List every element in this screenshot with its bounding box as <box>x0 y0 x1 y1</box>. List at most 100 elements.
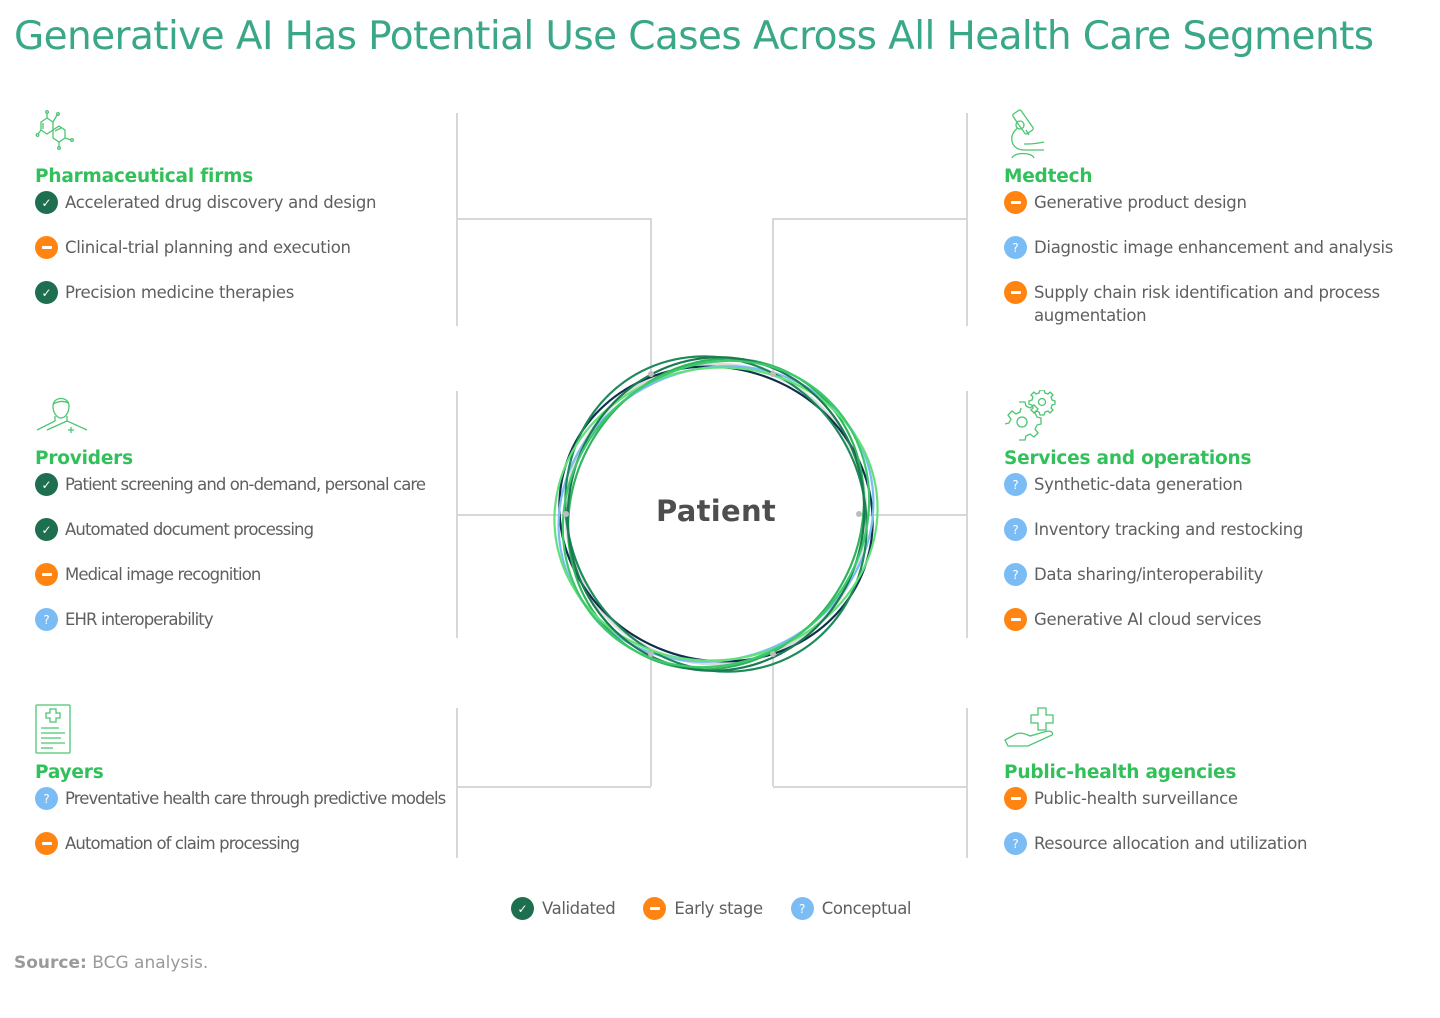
validated-check-icon: ✓ <box>35 473 58 496</box>
use-case-label: Precision medicine therapies <box>65 283 295 302</box>
connector-line <box>773 786 967 788</box>
connector-line <box>457 218 651 220</box>
use-case-item: ? Preventative health care through predi… <box>35 787 455 810</box>
use-case-item: ? Resource allocation and utilization <box>1004 832 1424 855</box>
early-stage-minus-icon <box>1004 608 1027 631</box>
conceptual-question-icon: ? <box>1004 236 1027 259</box>
divider-line <box>966 391 968 638</box>
use-case-item: Clinical-trial planning and execution <box>35 236 455 259</box>
connector-line <box>650 218 652 374</box>
use-case-label: Clinical-trial planning and execution <box>65 238 351 257</box>
use-case-label: Diagnostic image enhancement and analysi… <box>1034 238 1394 257</box>
use-case-item: ✓ Precision medicine therapies <box>35 281 455 304</box>
connector-line <box>457 786 651 788</box>
gears-icon <box>1004 390 1056 441</box>
early-stage-minus-icon <box>35 563 58 586</box>
divider-line <box>966 113 968 326</box>
use-case-item: ? Synthetic-data generation <box>1004 473 1424 496</box>
use-case-label: Inventory tracking and restocking <box>1034 520 1304 539</box>
legend-label: Conceptual <box>821 899 912 918</box>
source-text: BCG analysis. <box>86 953 209 973</box>
legend-label: Early stage <box>674 899 763 918</box>
use-case-list: Public-health surveillance ? Resource al… <box>1004 787 1424 855</box>
legend-item-conceptual: ? Conceptual <box>790 897 912 920</box>
early-stage-minus-icon <box>1004 787 1027 810</box>
divider-line <box>966 708 968 858</box>
early-stage-minus-icon <box>35 832 58 855</box>
doctor-icon <box>36 397 88 433</box>
source-note: Source: BCG analysis. <box>14 953 208 973</box>
segment-services-operations: Services and operations ? Synthetic-data… <box>1004 390 1424 631</box>
use-case-item: ✓ Accelerated drug discovery and design <box>35 191 455 214</box>
use-case-label: Automated document processing <box>65 520 314 539</box>
legend-item-early-stage: Early stage <box>643 897 763 920</box>
use-case-item: Generative product design <box>1004 191 1424 214</box>
segment-title: Services and operations <box>1004 448 1252 469</box>
early-stage-minus-icon <box>1004 191 1027 214</box>
hand-cross-icon <box>1004 707 1054 747</box>
conceptual-question-icon: ? <box>35 787 58 810</box>
conceptual-question-icon: ? <box>1004 832 1027 855</box>
conceptual-question-icon: ? <box>1004 473 1027 496</box>
page-title: Generative AI Has Potential Use Cases Ac… <box>14 14 1374 59</box>
segment-medtech: Medtech Generative product design ? Diag… <box>1004 108 1424 327</box>
validated-check-icon: ✓ <box>35 281 58 304</box>
conceptual-question-icon: ? <box>35 608 58 631</box>
use-case-label: Public-health surveillance <box>1034 789 1238 808</box>
early-stage-minus-icon <box>35 236 58 259</box>
connector-line <box>773 218 967 220</box>
microscope-icon <box>1011 109 1045 159</box>
source-prefix: Source: <box>14 953 87 973</box>
use-case-label: Data sharing/interoperability <box>1034 565 1264 584</box>
connector-line <box>772 654 774 786</box>
use-case-item: ? Diagnostic image enhancement and analy… <box>1004 236 1424 259</box>
segment-providers: Providers ✓ Patient screening and on-dem… <box>35 390 455 631</box>
use-case-item: ✓ Patient screening and on-demand, perso… <box>35 473 455 496</box>
use-case-label: Synthetic-data generation <box>1034 475 1243 494</box>
validated-check-icon: ✓ <box>35 191 58 214</box>
divider-line <box>456 708 458 858</box>
use-case-label: Generative AI cloud services <box>1034 610 1262 629</box>
use-case-item: Public-health surveillance <box>1004 787 1424 810</box>
legend-item-validated: ✓ Validated <box>511 897 616 920</box>
connector-line <box>858 514 967 516</box>
use-case-label: Patient screening and on-demand, persona… <box>65 475 426 494</box>
use-case-item: ? Data sharing/interoperability <box>1004 563 1424 586</box>
medical-document-icon <box>35 704 71 754</box>
use-case-label: Medical image recognition <box>65 565 261 584</box>
conceptual-question-icon: ? <box>1004 563 1027 586</box>
early-stage-minus-icon <box>1004 281 1027 304</box>
use-case-label: EHR interoperability <box>65 610 214 629</box>
validated-check-icon: ✓ <box>511 897 534 920</box>
use-case-label: Preventative health care through predict… <box>65 789 446 808</box>
use-case-item: Medical image recognition <box>35 563 455 586</box>
validated-check-icon: ✓ <box>35 518 58 541</box>
use-case-item: Generative AI cloud services <box>1004 608 1424 631</box>
use-case-label: Supply chain risk identification and pro… <box>1034 283 1380 325</box>
use-case-label: Automation of claim processing <box>65 834 300 853</box>
legend-label: Validated <box>542 899 616 918</box>
early-stage-minus-icon <box>643 897 667 920</box>
segment-title: Public-health agencies <box>1004 762 1237 783</box>
segment-title: Providers <box>35 448 133 469</box>
conceptual-question-icon: ? <box>1004 518 1027 541</box>
divider-line <box>456 113 458 326</box>
use-case-item: ✓ Automated document processing <box>35 518 455 541</box>
connector-line <box>772 218 774 374</box>
segment-payers: Payers ? Preventative health care throug… <box>35 704 455 855</box>
connector-line <box>650 654 652 786</box>
use-case-item: Supply chain risk identification and pro… <box>1004 281 1404 327</box>
use-case-label: Resource allocation and utilization <box>1034 834 1308 853</box>
segment-public-health-agencies: Public-health agencies Public-health sur… <box>1004 704 1424 855</box>
patient-ring-graphic <box>553 355 879 673</box>
molecule-icon <box>35 110 74 150</box>
use-case-list: ? Synthetic-data generation ? Inventory … <box>1004 473 1424 631</box>
legend: ✓ Validated Early stage ? Conceptual <box>511 897 939 920</box>
segment-title: Medtech <box>1004 166 1093 187</box>
segment-pharmaceutical-firms: Pharmaceutical firms ✓ Accelerated drug … <box>35 108 455 304</box>
segment-title: Payers <box>35 762 104 783</box>
use-case-label: Accelerated drug discovery and design <box>65 193 377 212</box>
connector-line <box>457 514 565 516</box>
use-case-item: Automation of claim processing <box>35 832 455 855</box>
use-case-list: ? Preventative health care through predi… <box>35 787 455 855</box>
